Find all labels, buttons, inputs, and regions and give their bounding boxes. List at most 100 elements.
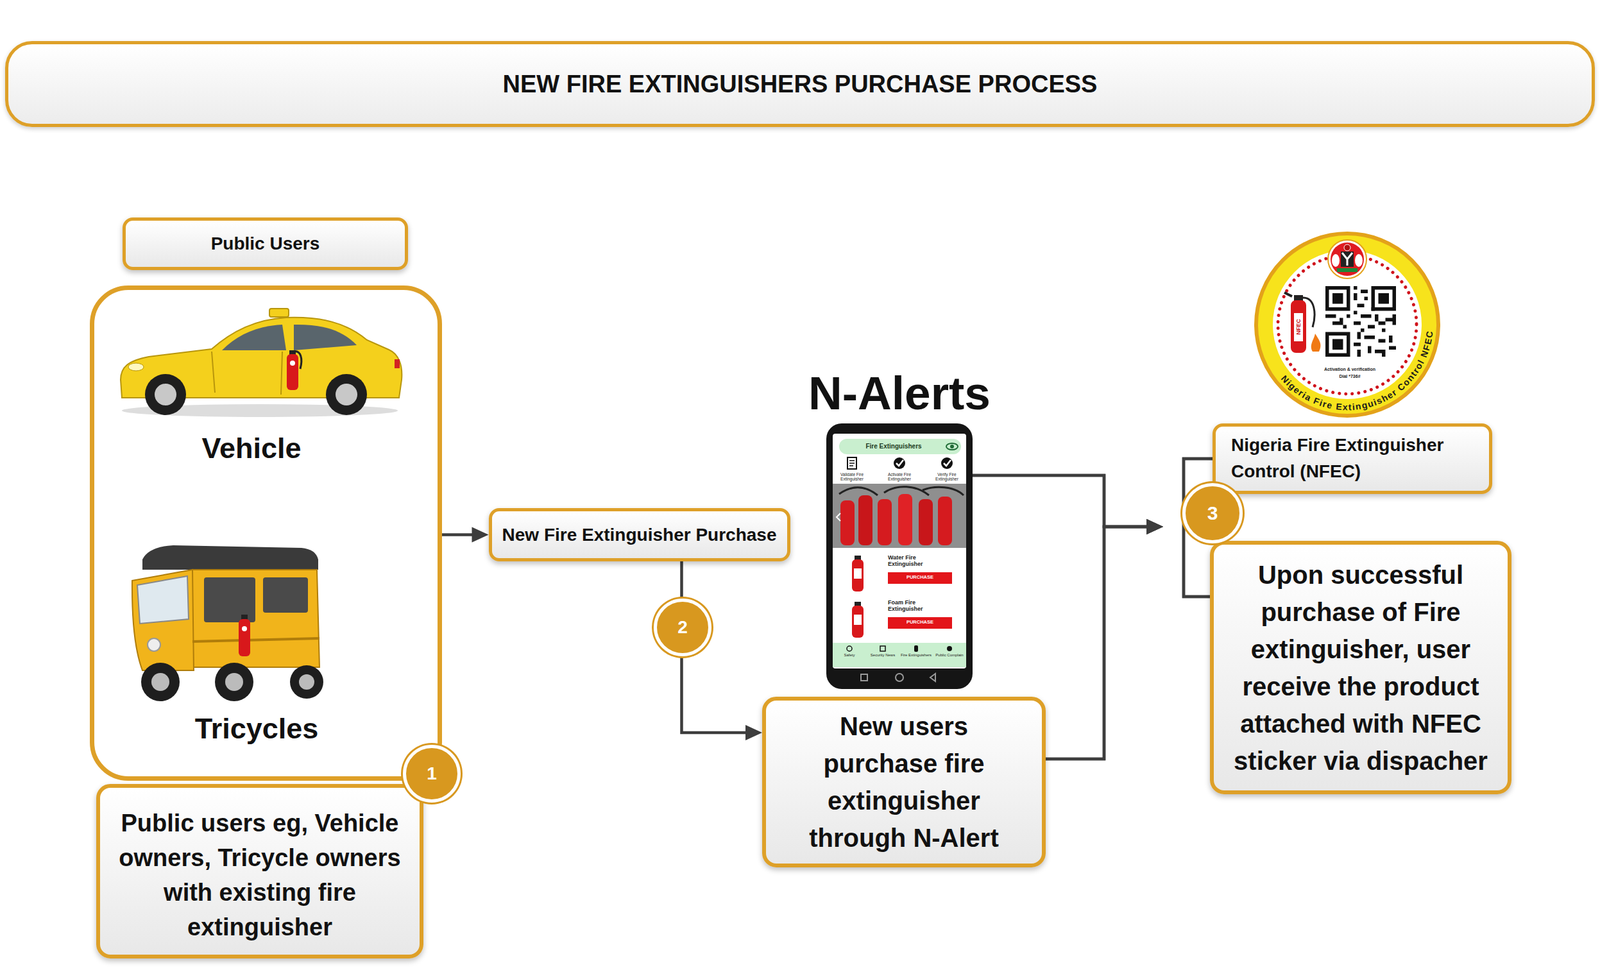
phone-illustration-part [946, 646, 953, 652]
tricycle-illustration-part [151, 672, 170, 691]
nav-label: Public Complain [932, 653, 967, 657]
coat-of-arms-part [1344, 244, 1351, 251]
qr-code-part [1325, 332, 1351, 358]
tricycle-illustration-part [142, 545, 319, 570]
qr-code-part [1325, 286, 1351, 312]
arrowhead [1146, 519, 1164, 535]
phone-illustration-part [832, 483, 967, 548]
tricycle-illustration-part [141, 662, 180, 702]
car-illustration [120, 308, 402, 418]
car-illustration-part [144, 374, 187, 416]
car-illustration-part [154, 383, 177, 406]
phone-illustration-part [849, 460, 855, 466]
tricycle-illustration-part [298, 674, 315, 690]
tricycle-illustration-part [241, 614, 248, 620]
phone-illustration-part [826, 423, 973, 690]
car-illustration-part [293, 324, 357, 351]
nav-label: Security News [866, 653, 900, 657]
qr-code-part [1378, 293, 1390, 305]
text-wrap: 3 [1185, 503, 1240, 523]
icon-label: Validate Fire Extinguisher [834, 472, 870, 482]
text-wrap: New Fire Extinguisher Purchase [492, 519, 788, 552]
box-label: Upon successful purchase of Fire extingu… [1226, 556, 1495, 780]
tricycle-illustration-part [263, 577, 308, 613]
phone-illustration-part [946, 443, 958, 450]
coat-of-arms-part [1330, 242, 1364, 276]
text-wrap: New users purchase fire extinguisher thr… [765, 701, 1042, 863]
phone-illustration-part [880, 646, 886, 652]
connector-line [972, 458, 1213, 527]
qr-code-part [1329, 289, 1348, 308]
tricycle-illustration [132, 545, 324, 702]
phone-illustration-part [898, 493, 913, 546]
tricycle-illustration-part [192, 569, 320, 668]
coat-of-arms-part [1327, 239, 1367, 279]
box-label: Nigeria Fire Extinguisher Control (NFEC) [1231, 432, 1474, 485]
callout-label: 1 [406, 764, 458, 783]
callout-number: 1 [402, 744, 461, 803]
phone-illustration-part [846, 646, 852, 652]
phone-illustration-part [937, 496, 953, 546]
screen-header: Fire Extinguishers [845, 442, 942, 451]
phone-illustration-part [836, 513, 841, 521]
phone-illustration-part [853, 614, 862, 625]
text-wrap: 1 [406, 764, 458, 783]
product-name: Foam Fire Extinguisher [887, 599, 940, 613]
car-illustration-part [221, 324, 287, 351]
connector-line [1045, 526, 1210, 759]
qr-code-part [1325, 286, 1396, 357]
tricycle-illustration-part [137, 576, 189, 624]
product-name: Water Fire Extinguisher [887, 554, 940, 568]
tricycle-label: Tricycles [160, 712, 353, 745]
app-name-heading: N-Alerts [800, 369, 999, 417]
coat-of-arms-part [1354, 254, 1363, 267]
phone-app: N-AlertsFire ExtinguishersValidate Fire … [826, 423, 973, 690]
icon-label: Activate Fire Extinguisher [881, 472, 918, 482]
text-wrap: Public Users [125, 227, 405, 260]
phone-illustration-part [893, 457, 906, 469]
process-box: Public users eg, Vehicle owners, Tricycl… [96, 783, 424, 959]
phone-illustration-part [853, 568, 862, 579]
phone-illustration-part [895, 673, 904, 682]
car-illustration-part [335, 383, 358, 406]
callout-label: 3 [1185, 503, 1240, 523]
qr-code-part [1329, 335, 1348, 354]
phone-illustration-part [896, 459, 904, 466]
text-wrap: Nigeria Fire Extinguisher Control (NFEC) [1215, 427, 1490, 490]
box-label: Public Users [137, 232, 394, 255]
phone-illustration-part [943, 459, 951, 466]
extinguisher-symbol-part [1290, 300, 1307, 353]
tricycle-illustration-part [289, 665, 324, 699]
phone-illustration-part [918, 499, 933, 546]
connector [972, 475, 1210, 597]
phone-illustration-part [854, 555, 861, 561]
coat-of-arms-part [1336, 268, 1358, 273]
coat-of-arms-part [1342, 252, 1353, 266]
phone-illustration-part [851, 605, 864, 638]
tricycle-illustration-part [192, 638, 320, 642]
box-label: Public users eg, Vehicle owners, Tricycl… [109, 806, 411, 945]
result-box: Upon successful purchase of Fire extingu… [1209, 540, 1512, 795]
phone-illustration-part [851, 559, 864, 592]
phone-illustration-part [914, 645, 919, 652]
sticker-rim-text: Nigeria Fire Extinguisher Control NFEC [1279, 329, 1436, 412]
vertical-mark: NFEC [1295, 307, 1303, 346]
connector [972, 458, 1213, 535]
car-illustration-part [269, 308, 289, 317]
qr-code-part [1371, 286, 1397, 312]
tricycle-illustration-part [147, 638, 161, 652]
phone-illustration-part [840, 500, 855, 546]
car-illustration-part [292, 351, 302, 369]
extinguisher-symbol-part [1284, 292, 1293, 297]
callout-number: 2 [653, 598, 712, 657]
connector-line [972, 475, 1210, 597]
text-wrap: Public users eg, Vehicle owners, Tricycl… [100, 788, 420, 954]
text-wrap: Upon successful purchase of Fire extingu… [1213, 547, 1508, 789]
sticker-illustration-part [1256, 233, 1439, 416]
group-heading-box: Public Users [122, 217, 409, 271]
callout-number: 3 [1182, 483, 1243, 544]
qr-code-part [1374, 289, 1393, 308]
car-illustration-part [128, 363, 144, 371]
